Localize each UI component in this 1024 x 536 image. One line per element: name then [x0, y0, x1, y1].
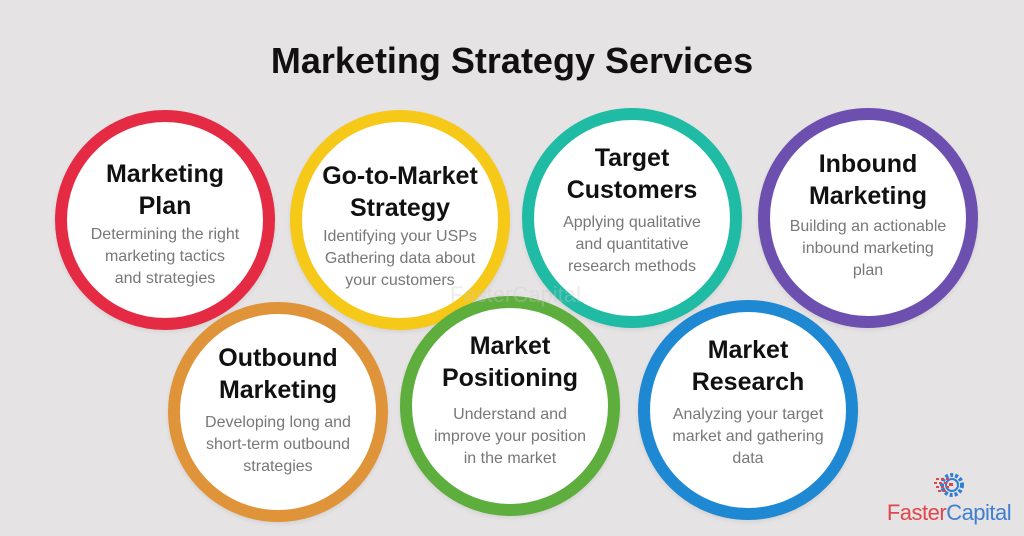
service-heading: Inbound Marketing: [808, 150, 928, 210]
service-outbound-marketing: Outbound Marketing Developing long and s…: [168, 302, 388, 522]
service-market-research: Market Research Analyzing your target ma…: [638, 300, 858, 520]
logo-text-faster: Faster: [886, 500, 947, 525]
service-description: Determining the right marketing tactics …: [90, 226, 240, 287]
logo-text: FasterCapital: [886, 500, 1012, 525]
service-description: Developing long and short-term outbound …: [205, 414, 351, 475]
service-description: Applying qualitative and quantitative re…: [563, 214, 701, 275]
service-market-positioning: Market Positioning Understand and improv…: [400, 296, 620, 516]
gear-logo-icon: [934, 473, 964, 497]
service-description: Analyzing your target market and gatheri…: [672, 406, 824, 467]
page-title: Marketing Strategy Services: [270, 40, 754, 81]
service-heading: Market Positioning: [441, 332, 579, 392]
service-heading: Target Customers: [566, 144, 698, 204]
service-heading: Go-to-Market Strategy: [322, 162, 478, 222]
service-heading: Outbound Marketing: [218, 344, 338, 404]
service-heading: Marketing Plan: [105, 160, 225, 220]
watermark: FasterCapital: [450, 282, 581, 307]
service-heading: Market Research: [691, 336, 805, 396]
service-marketing-plan: Marketing Plan Determining the right mar…: [55, 110, 275, 330]
logo-text-capital: Capital: [946, 500, 1012, 525]
service-description: Identifying your USPs Gathering data abo…: [323, 228, 477, 289]
service-inbound-marketing: Inbound Marketing Building an actionable…: [758, 108, 978, 328]
fastercapital-logo: FasterCapital: [884, 470, 1014, 526]
service-description: Understand and improve your position in …: [433, 406, 587, 467]
service-description: Building an actionable inbound marketing…: [789, 218, 947, 279]
